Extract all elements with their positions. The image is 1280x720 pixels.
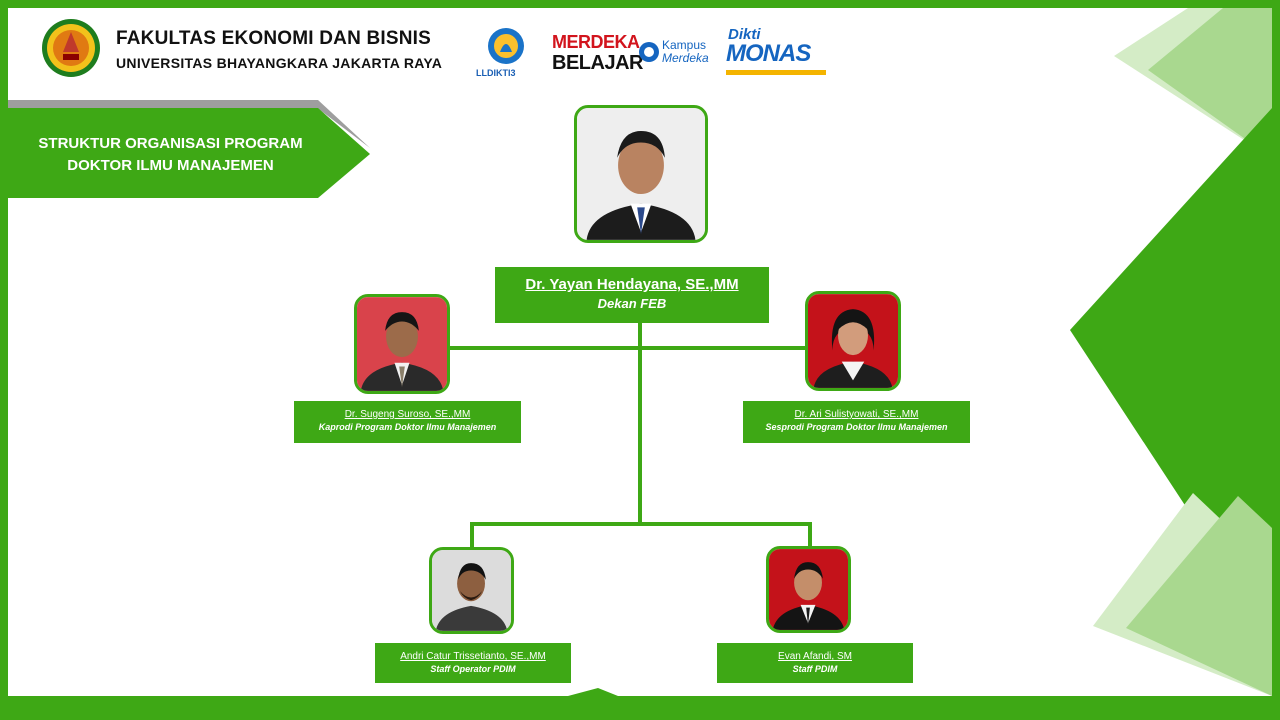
university-title: UNIVERSITAS BHAYANGKARA JAKARTA RAYA	[116, 55, 443, 71]
staff-photo	[766, 546, 851, 633]
staff-role: Staff PDIM	[792, 664, 838, 674]
merdeka-label: MERDEKA	[552, 32, 640, 52]
belajar-label: BELAJAR	[552, 52, 643, 74]
person-portrait-icon	[808, 294, 898, 388]
monas-underline	[726, 70, 826, 75]
org-connectors	[448, 323, 812, 550]
university-seal-icon	[42, 19, 100, 77]
slide: FAKULTAS EKONOMI DAN BISNIS UNIVERSITAS …	[8, 8, 1272, 696]
sesprodi-role: Sesprodi Program Doktor Ilmu Manajemen	[765, 422, 948, 432]
lldikti-logo: LLDIKTI3	[474, 24, 538, 82]
kampus-label: Kampus	[662, 38, 707, 52]
operator-photo	[429, 547, 514, 634]
staff-namebox: Evan Afandi, SM Staff PDIM	[717, 643, 913, 683]
kaprodi-photo	[354, 294, 450, 394]
person-portrait-icon	[357, 297, 447, 391]
kaprodi-name: Dr. Sugeng Suroso, SE.,MM	[344, 409, 471, 420]
banner-title: STRUKTUR ORGANISASI PROGRAM DOKTOR ILMU …	[8, 133, 333, 177]
lldikti-label: LLDIKTI3	[476, 68, 516, 78]
merdeka-belajar-logo: MERDEKA BELAJAR	[552, 24, 643, 82]
section-banner	[8, 100, 370, 198]
dekan-name: Dr. Yayan Hendayana, SE.,MM	[525, 276, 739, 293]
person-portrait-icon	[769, 549, 848, 630]
dekan-role: Dekan FEB	[597, 296, 667, 311]
kampus-merdeka-logo: Kampus Merdeka	[638, 24, 716, 82]
operator-role: Staff Operator PDIM	[430, 664, 516, 674]
faculty-title: FAKULTAS EKONOMI DAN BISNIS	[116, 28, 432, 49]
sesprodi-name: Dr. Ari Sulistyowati, SE.,MM	[794, 409, 919, 420]
dikti-monas-logo: Dikti MONAS	[724, 24, 832, 82]
operator-namebox: Andri Catur Trissetianto, SE.,MM Staff O…	[375, 643, 571, 683]
person-portrait-icon	[577, 108, 705, 240]
dekan-namebox: Dr. Yayan Hendayana, SE.,MM Dekan FEB	[495, 267, 769, 323]
merdeka-kampus-label: Merdeka	[662, 51, 709, 65]
tut-wuri-handayani-icon	[488, 28, 524, 64]
sesprodi-namebox: Dr. Ari Sulistyowati, SE.,MM Sesprodi Pr…	[743, 401, 970, 443]
banner-line1: STRUKTUR ORGANISASI PROGRAM	[38, 135, 303, 152]
monas-label: MONAS	[726, 40, 811, 67]
kaprodi-role: Kaprodi Program Doktor Ilmu Manajemen	[318, 422, 497, 432]
operator-name: Andri Catur Trissetianto, SE.,MM	[400, 651, 546, 662]
kaprodi-namebox: Dr. Sugeng Suroso, SE.,MM Kaprodi Progra…	[294, 401, 521, 443]
sesprodi-photo	[805, 291, 901, 391]
person-portrait-icon	[432, 550, 511, 631]
banner-line2: DOKTOR ILMU MANAJEMEN	[67, 157, 274, 174]
dekan-photo	[574, 105, 708, 243]
staff-name: Evan Afandi, SM	[778, 651, 852, 662]
kampus-merdeka-icon	[639, 42, 659, 62]
dikti-label: Dikti	[728, 26, 761, 43]
decorative-chevrons	[568, 8, 1272, 696]
